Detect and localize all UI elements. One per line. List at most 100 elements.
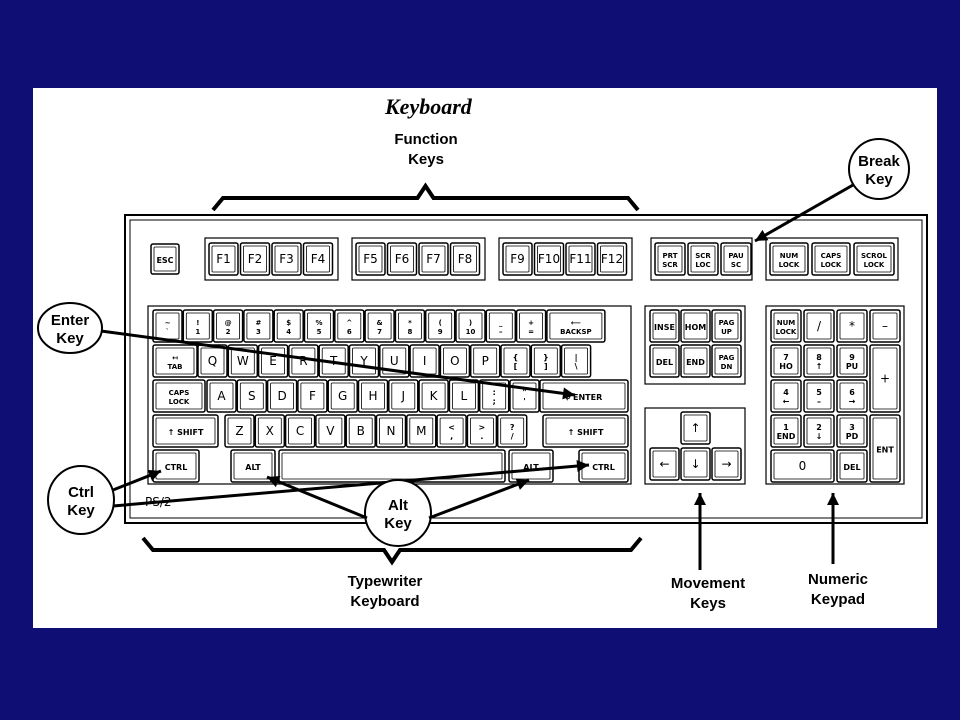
key-arrow-up[interactable]: ↑: [680, 411, 711, 445]
key-row1-11[interactable]: _–: [485, 309, 517, 343]
key-nav-3[interactable]: DEL: [649, 344, 680, 378]
key-row1-7[interactable]: &7: [364, 309, 395, 343]
key-row1-12[interactable]: +=: [515, 309, 547, 343]
key-row1-8[interactable]: *8: [394, 309, 426, 343]
key-row4-9[interactable]: ?/: [496, 414, 528, 448]
key-row2-2[interactable]: E: [257, 344, 289, 378]
key-arrow-down[interactable]: ↓: [680, 447, 711, 481]
numpad-del[interactable]: DEL: [836, 449, 868, 483]
key-f7[interactable]: F7: [418, 242, 449, 276]
numpad-plus[interactable]: +: [869, 344, 901, 413]
key-row2-5[interactable]: Y: [348, 344, 380, 378]
key-f12[interactable]: F12: [596, 242, 628, 276]
key-row4-8[interactable]: >.: [466, 414, 498, 448]
key-alt-left[interactable]: ALT: [230, 449, 276, 483]
key-enter[interactable]: ⤶ ENTER: [539, 379, 629, 413]
key-ctrl-right[interactable]: CTRL: [578, 449, 629, 483]
key-shift-left[interactable]: ↑ SHIFT: [152, 414, 219, 448]
key-space[interactable]: [278, 449, 506, 483]
key-f4[interactable]: F4: [302, 242, 334, 276]
key-backspace[interactable]: ⟵BACKSP: [546, 309, 606, 343]
key-nav-0[interactable]: INSE: [649, 309, 680, 343]
key-row1-0[interactable]: ~`: [152, 309, 183, 343]
key-row1-9[interactable]: (9: [424, 309, 456, 343]
numpad-4[interactable]: 4←: [770, 379, 802, 413]
key-nav-1[interactable]: HOM: [680, 309, 711, 343]
key-alt-right[interactable]: ALT: [508, 449, 554, 483]
numpad-9[interactable]: 9PU: [836, 344, 868, 378]
numpad-star[interactable]: *: [836, 309, 868, 343]
key-row4-3[interactable]: V: [315, 414, 346, 448]
numpad-minus[interactable]: –: [869, 309, 901, 343]
key-row3-3[interactable]: F: [297, 379, 328, 413]
key-row2-10[interactable]: {[: [500, 344, 531, 378]
key-nav-4[interactable]: END: [680, 344, 711, 378]
key-row2-1[interactable]: W: [227, 344, 259, 378]
key-row2-8[interactable]: O: [439, 344, 471, 378]
key-arrow-left[interactable]: ←: [649, 447, 680, 481]
key-row1-6[interactable]: ^6: [334, 309, 365, 343]
key-row3-5[interactable]: H: [357, 379, 389, 413]
key-f2[interactable]: F2: [239, 242, 271, 276]
key-f9[interactable]: F9: [502, 242, 533, 276]
key-ctrl-left[interactable]: CTRL: [152, 449, 200, 483]
numpad-0[interactable]: 0: [770, 449, 835, 483]
key-tab[interactable]: ↤TAB: [152, 344, 198, 378]
numpad-2[interactable]: 2↓: [803, 414, 835, 448]
key-f8[interactable]: F8: [449, 242, 481, 276]
key-row4-4[interactable]: B: [345, 414, 376, 448]
numpad-slash[interactable]: /: [803, 309, 835, 343]
key-row1-3[interactable]: #3: [243, 309, 274, 343]
key-row3-4[interactable]: G: [327, 379, 358, 413]
key-row1-10[interactable]: )10: [455, 309, 486, 343]
key-row2-11[interactable]: }]: [530, 344, 562, 378]
numpad-enter[interactable]: ENT: [869, 414, 901, 483]
key-row4-5[interactable]: N: [375, 414, 407, 448]
key-row1-4[interactable]: $4: [273, 309, 304, 343]
numpad-6[interactable]: 6→: [836, 379, 868, 413]
key-row3-10[interactable]: "': [509, 379, 540, 413]
key-row3-1[interactable]: S: [236, 379, 268, 413]
numpad-7[interactable]: 7HO: [770, 344, 802, 378]
key-row3-6[interactable]: J: [388, 379, 419, 413]
key-row4-7[interactable]: <,: [436, 414, 467, 448]
key-row4-1[interactable]: X: [254, 414, 286, 448]
key-f11[interactable]: F11: [565, 242, 596, 276]
key-row3-9[interactable]: :;: [478, 379, 510, 413]
key-f1[interactable]: F1: [208, 242, 239, 276]
key-f5[interactable]: F5: [355, 242, 386, 276]
key-row1-1[interactable]: !1: [182, 309, 214, 343]
key-row2-9[interactable]: P: [469, 344, 501, 378]
numpad-8[interactable]: 8↑: [803, 344, 835, 378]
key-f10[interactable]: F10: [533, 242, 565, 276]
key-esc[interactable]: ESC: [150, 243, 180, 275]
key-row4-2[interactable]: C: [284, 414, 316, 448]
key-f3[interactable]: F3: [271, 242, 302, 276]
key-row2-0[interactable]: Q: [197, 344, 228, 378]
key-row1-5[interactable]: %5: [303, 309, 335, 343]
key-row3-8[interactable]: L: [448, 379, 480, 413]
key-arrow-right[interactable]: →: [711, 447, 742, 481]
key-row4-0[interactable]: Z: [224, 414, 255, 448]
key-row1-2[interactable]: @2: [212, 309, 244, 343]
key-f6[interactable]: F6: [386, 242, 418, 276]
numpad-3[interactable]: 3PD: [836, 414, 868, 448]
key-row3-2[interactable]: D: [266, 379, 298, 413]
numpad-5[interactable]: 5–: [803, 379, 835, 413]
key-row2-12[interactable]: |\: [560, 344, 592, 378]
key-row3-0[interactable]: A: [206, 379, 237, 413]
key-row3-7[interactable]: K: [418, 379, 449, 413]
key-row4-6[interactable]: M: [406, 414, 437, 448]
key-shift-right[interactable]: ↑ SHIFT: [542, 414, 629, 448]
